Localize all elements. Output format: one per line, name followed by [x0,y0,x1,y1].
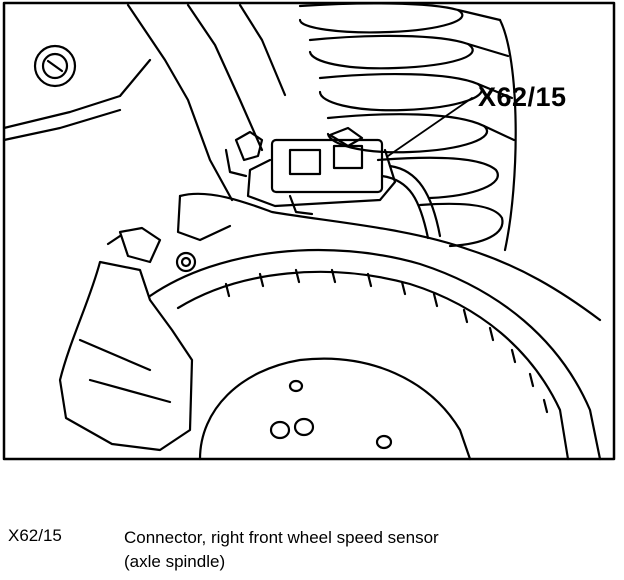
sensor-cable [380,174,430,240]
emblem-outer [33,44,77,88]
callout-leader-line [387,97,473,157]
spindle-left-edge [176,194,232,242]
legend-description: Connector, right front wheel speed senso… [124,526,604,574]
legend-description-line2: (axle spindle) [124,552,226,571]
disc-hub [198,357,472,461]
illustration-drawing [2,1,616,461]
technical-illustration: X62/15 [2,1,616,461]
strut-left-edge [126,3,234,202]
connector-x62-15 [224,126,442,240]
body-panel-edge [2,58,152,130]
callout-label: X62/15 [478,82,567,112]
legend-code: X62/15 [8,526,62,545]
spindle-upper-edge [178,192,602,322]
brake-disc [148,248,602,461]
figure-frame [2,1,616,461]
legend-description-line1: Connector, right front wheel speed senso… [124,528,439,547]
strut-rear-edge [238,3,287,97]
emblem-mark [46,59,64,73]
legend: X62/15 Connector, right front wheel spee… [0,526,624,574]
hub-bolt-holes [269,379,393,450]
body-panel-lower-edge [2,108,122,142]
coil-spring [298,2,517,252]
brake-caliper [58,226,197,452]
emblem-inner [41,52,69,80]
legend-item: X62/15 Connector, right front wheel spee… [0,526,624,574]
strut-right-edge [186,3,264,152]
